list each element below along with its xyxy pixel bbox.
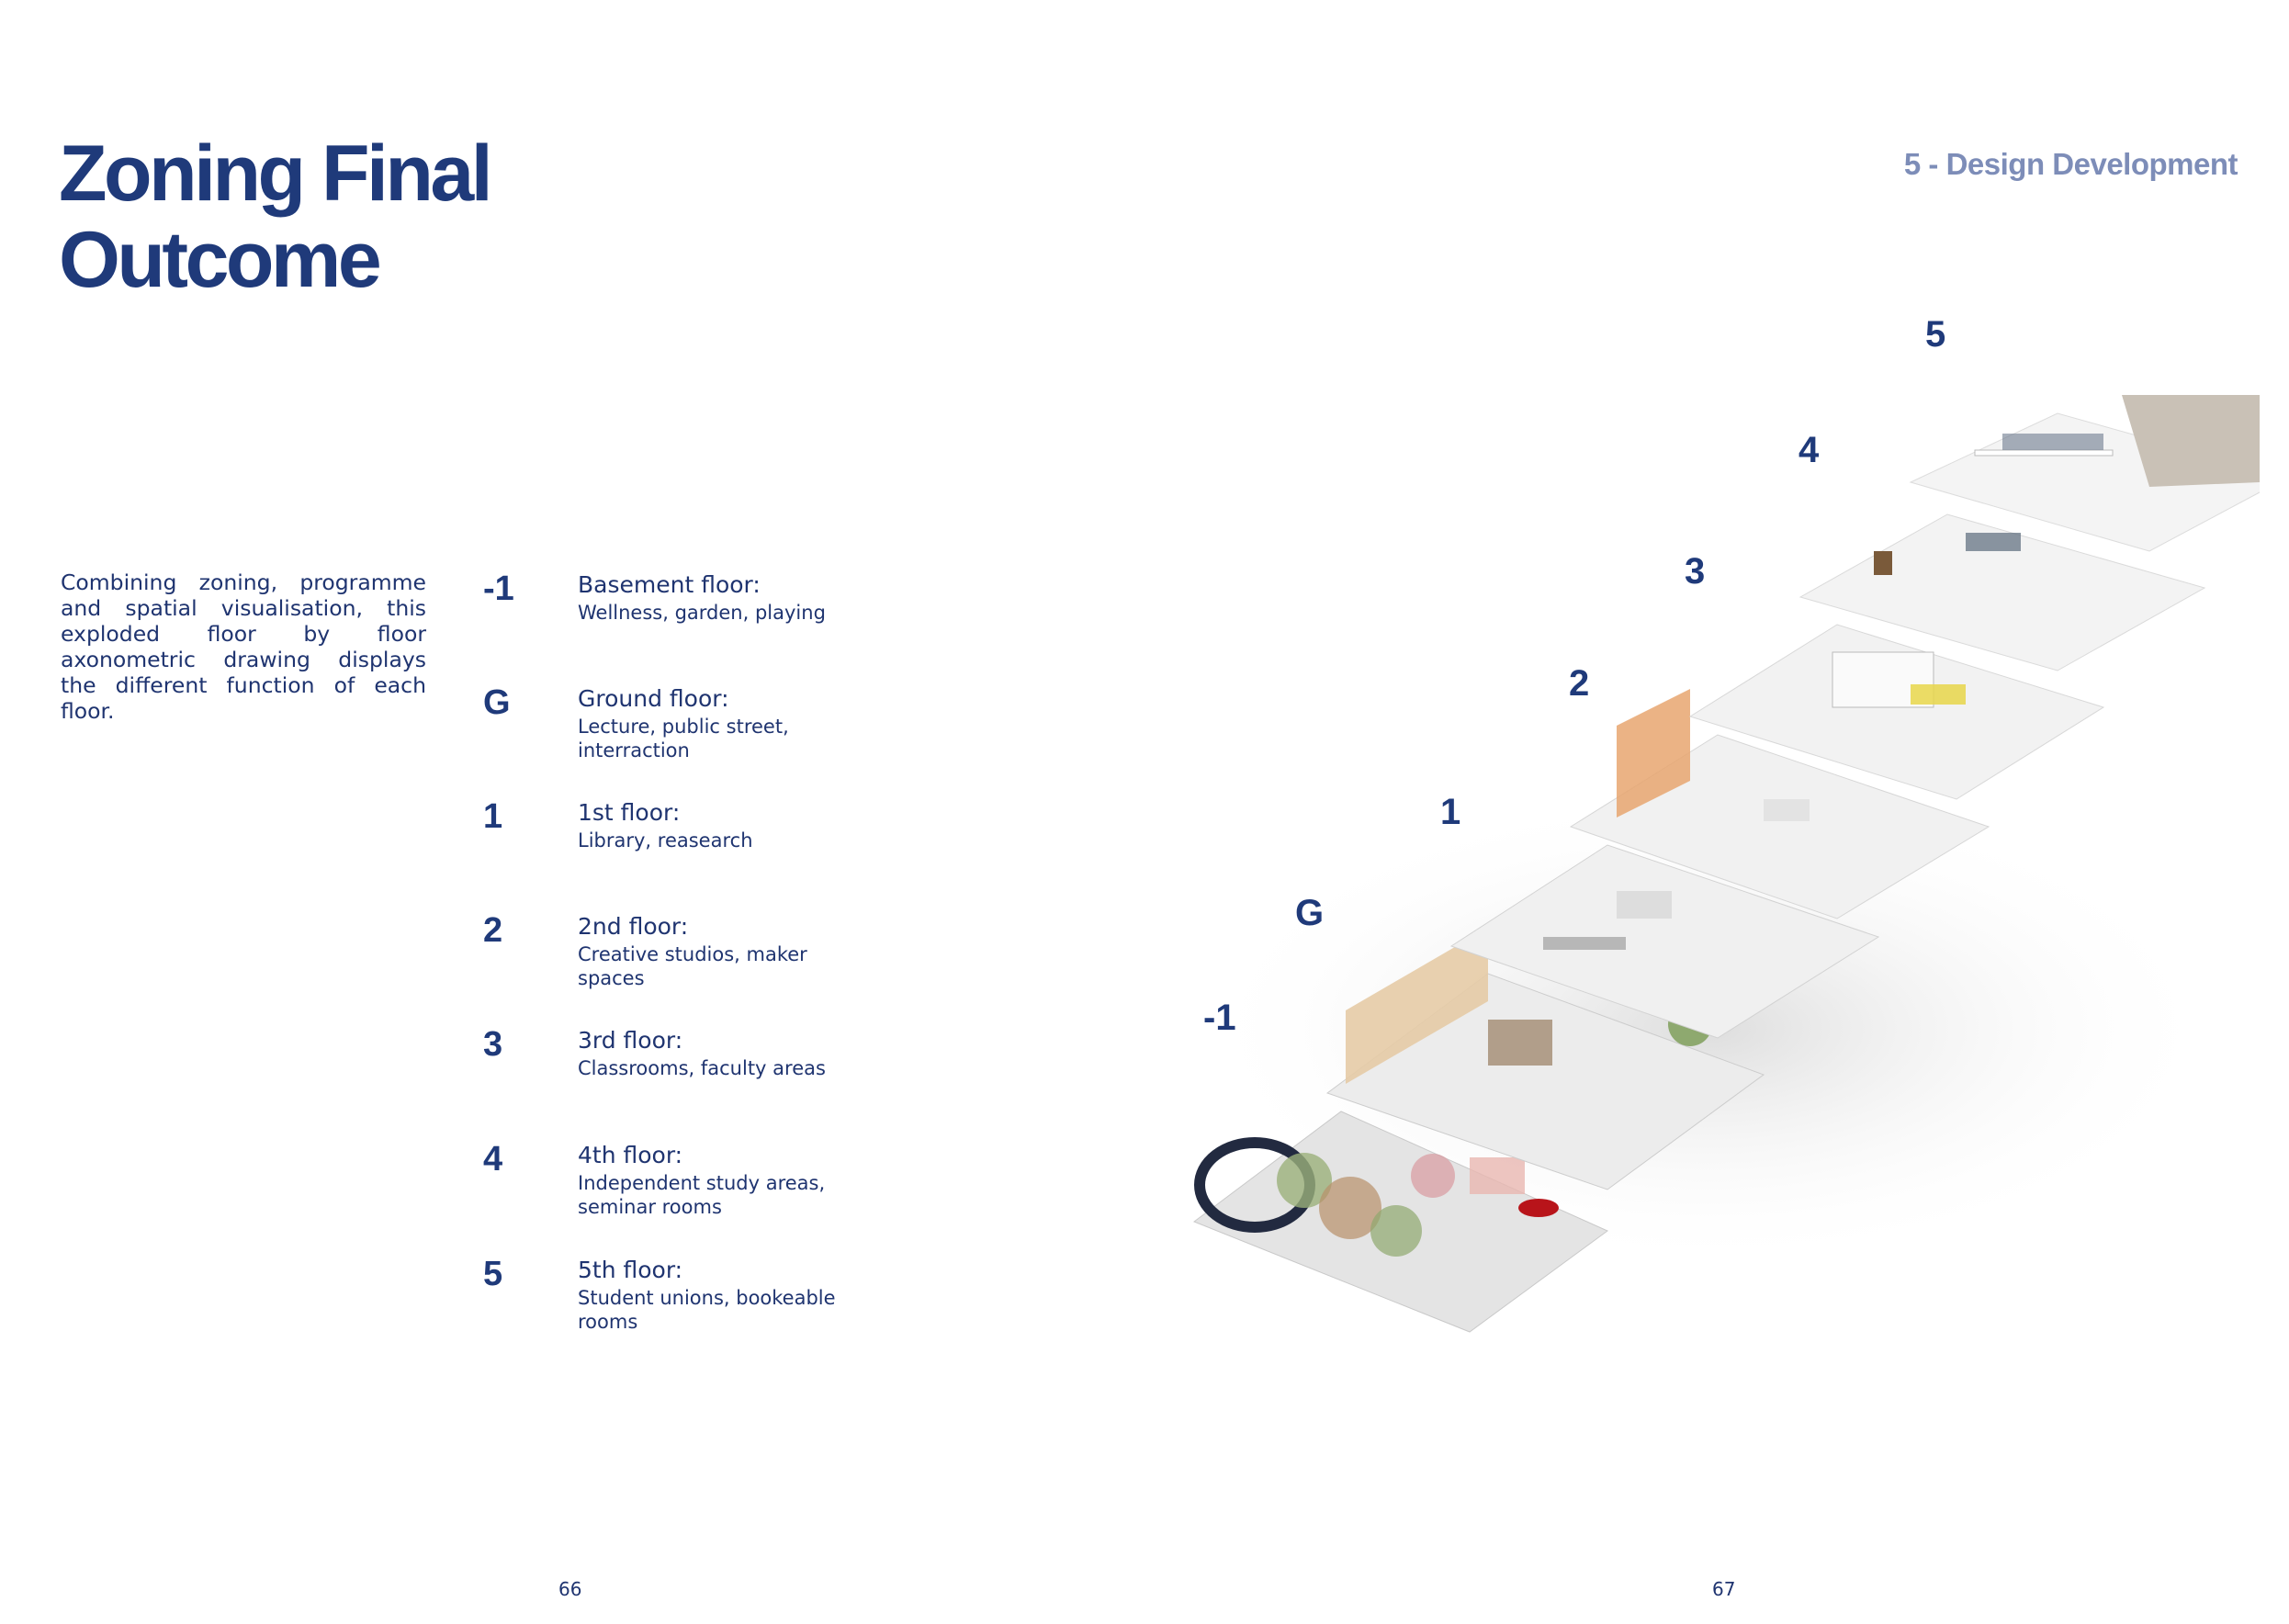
page-title: Zoning Final Outcome — [59, 130, 493, 304]
floor-label-third: 3 — [1685, 551, 1706, 592]
exploded-axonometric-drawing — [1192, 395, 2260, 1333]
legend-description: Independent study areas, seminar rooms — [578, 1172, 826, 1218]
page-number-right: 67 — [1712, 1578, 1736, 1600]
first-floor-slab — [1449, 844, 1880, 1039]
fourth-floor-slab — [1798, 513, 2206, 671]
legend-number: 4 — [483, 1140, 503, 1179]
page-title-line-1: Zoning Final — [59, 130, 493, 218]
legend-description: Classrooms, faculty areas — [578, 1057, 826, 1079]
legend-heading: 2nd floor: — [578, 913, 689, 940]
floor-label-fifth: 5 — [1925, 314, 1946, 355]
legend-description: Library, reasearch — [578, 829, 753, 851]
floor-label-ground: G — [1295, 893, 1325, 933]
legend-description: Creative studios, maker spaces — [578, 943, 807, 989]
floor-label-fourth: 4 — [1798, 430, 1820, 470]
floor-label-second: 2 — [1569, 663, 1590, 704]
legend-heading: Basement floor: — [578, 571, 761, 598]
third-floor-slab — [1688, 624, 2105, 800]
legend-number: 3 — [483, 1025, 503, 1064]
legend-number: -1 — [483, 570, 514, 608]
floor-label-first: 1 — [1440, 792, 1461, 832]
legend-heading: 3rd floor: — [578, 1027, 683, 1054]
legend-description: Wellness, garden, playing — [578, 602, 826, 624]
legend-number: G — [483, 683, 511, 722]
legend-heading: Ground floor: — [578, 685, 729, 712]
legend-description: Lecture, public street, interraction — [578, 716, 789, 761]
intro-paragraph: Combining zoning, programme and spatial … — [61, 570, 426, 724]
legend-number: 1 — [483, 797, 503, 836]
legend-description: Student unions, bookeable rooms — [578, 1287, 836, 1333]
legend-number: 5 — [483, 1255, 503, 1293]
legend-heading: 4th floor: — [578, 1142, 683, 1168]
page-title-line-2: Outcome — [59, 216, 382, 304]
section-label: 5 - Design Development — [1903, 147, 2238, 181]
basement-slab — [1192, 1111, 1608, 1333]
legend-number: 2 — [483, 911, 503, 950]
page-number-left: 66 — [558, 1578, 582, 1600]
second-floor-slab — [1569, 689, 1990, 919]
floor-label-basement: -1 — [1203, 998, 1236, 1038]
legend-heading: 5th floor: — [578, 1257, 683, 1283]
fifth-floor-slab — [1909, 395, 2260, 552]
ground-slab — [1325, 928, 1765, 1190]
legend-heading: 1st floor: — [578, 799, 681, 826]
